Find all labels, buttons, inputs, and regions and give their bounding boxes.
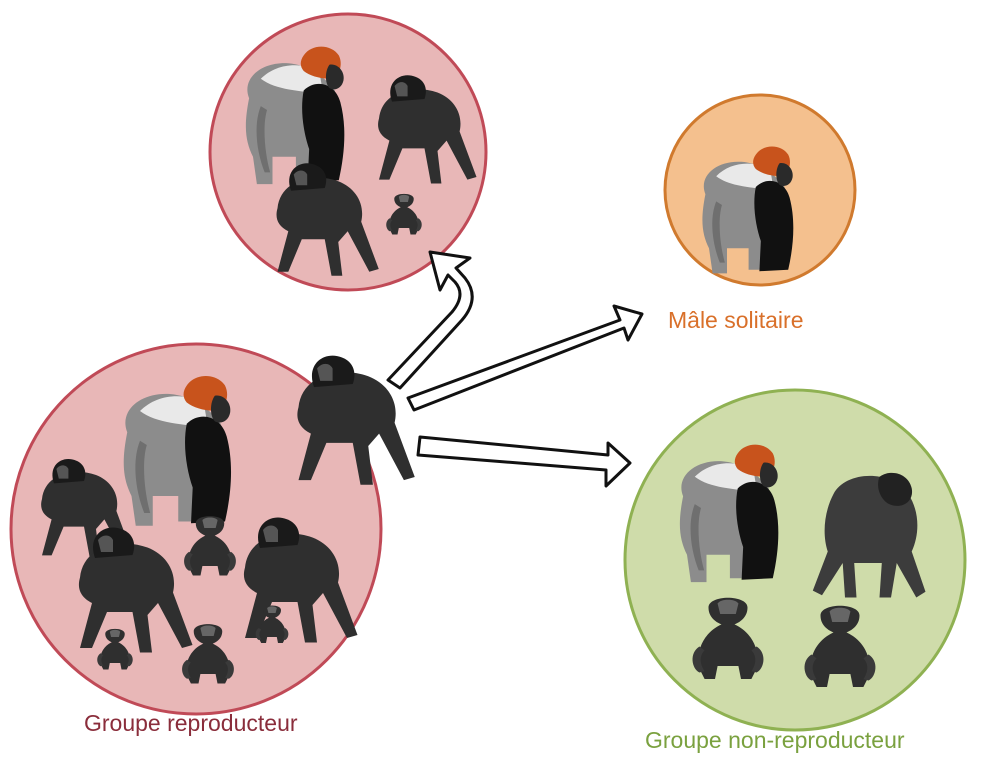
reproductive-group-label: Groupe reproducteur [84,710,298,737]
non-reproductive-group-circle [625,390,965,730]
arrow-to-non-reproductive-group-icon [418,437,630,486]
solitary-male-circle [665,95,855,285]
dispersal-arrows [388,252,642,486]
new-reproductive-group-circle [210,14,486,290]
non-reproductive-group-label: Groupe non-reproducteur [645,727,905,754]
solitary-male-label: Mâle solitaire [668,307,804,334]
